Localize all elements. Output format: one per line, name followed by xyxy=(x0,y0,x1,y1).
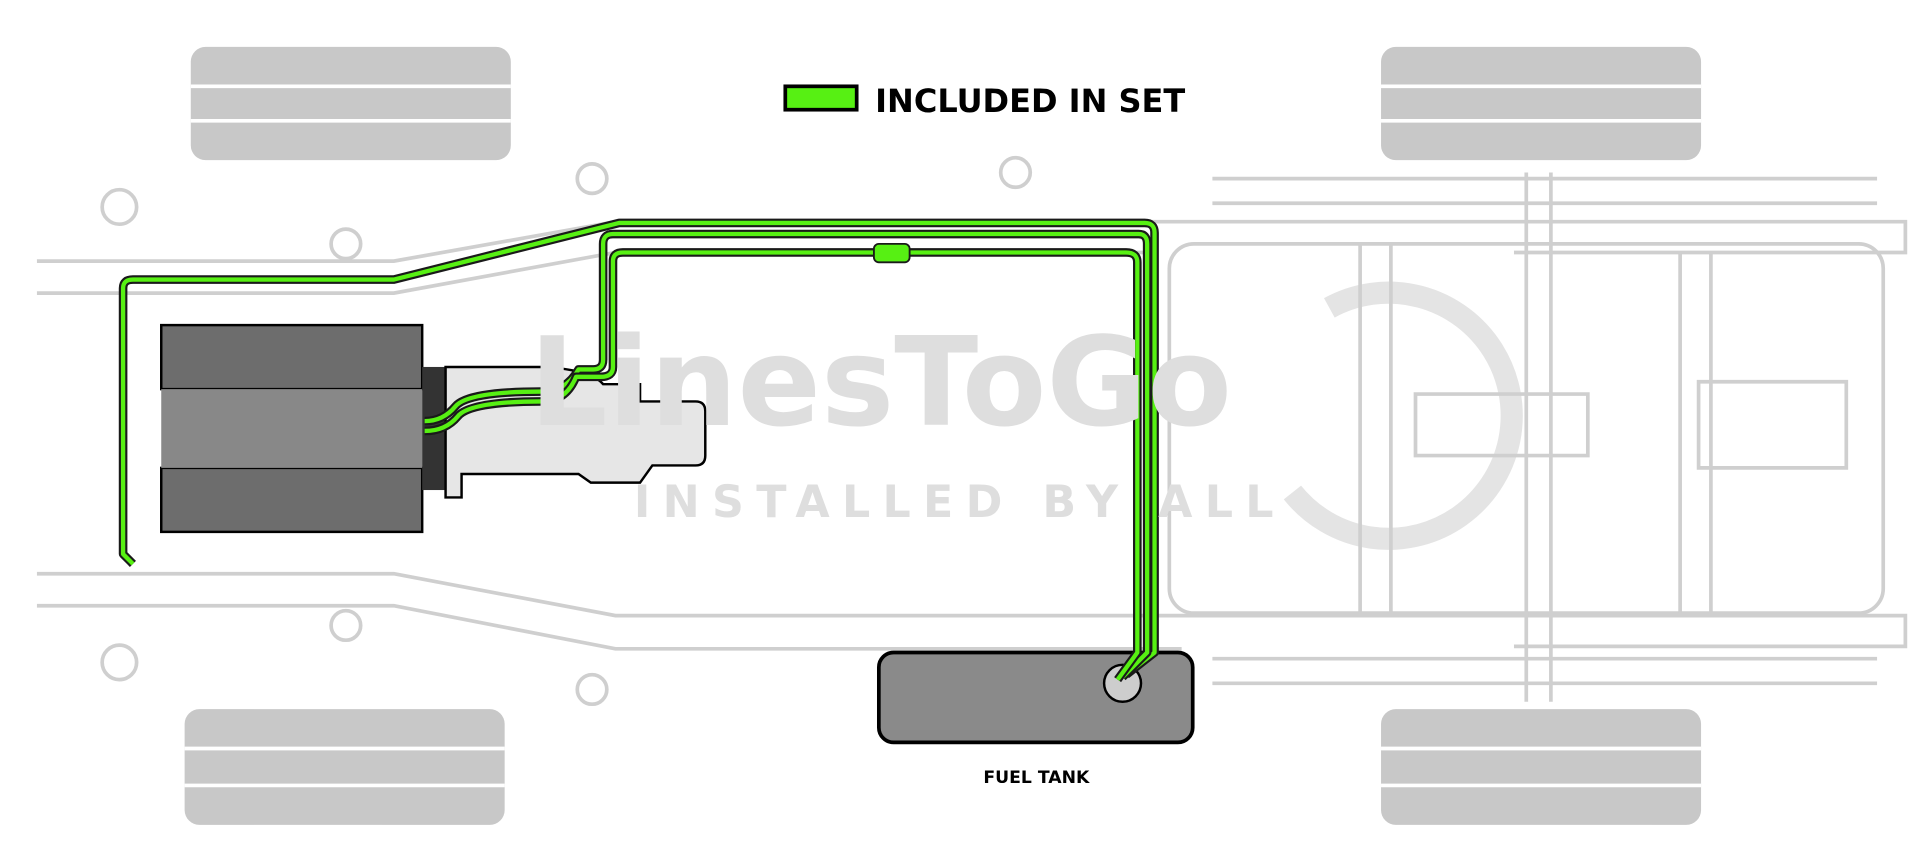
watermark-brand: LinesToGo xyxy=(529,312,1232,455)
tire-front-top xyxy=(190,46,511,161)
legend-label: INCLUDED IN SET xyxy=(875,82,1185,120)
watermark-swoosh xyxy=(1283,281,1523,550)
line-main xyxy=(118,218,1159,679)
line-vapor xyxy=(424,248,1142,683)
tire-front-bottom xyxy=(184,709,505,825)
engine xyxy=(160,323,450,534)
tire-rear-top xyxy=(1381,46,1702,161)
fuel-tank: FUEL TANK xyxy=(876,650,1195,788)
line-return xyxy=(424,229,1152,681)
tire-rear-bottom xyxy=(1381,709,1702,825)
tires xyxy=(184,46,1702,825)
watermark-tagline: INSTALLED BY ALL xyxy=(634,477,1286,528)
legend-swatch xyxy=(783,84,859,112)
fuel-lines xyxy=(118,218,1159,683)
fuel-filter xyxy=(872,242,911,264)
legend: INCLUDED IN SET xyxy=(783,82,1185,120)
fuel-tank-label: FUEL TANK xyxy=(983,768,1090,788)
watermark: LinesToGo INSTALLED BY ALL xyxy=(529,312,1286,528)
